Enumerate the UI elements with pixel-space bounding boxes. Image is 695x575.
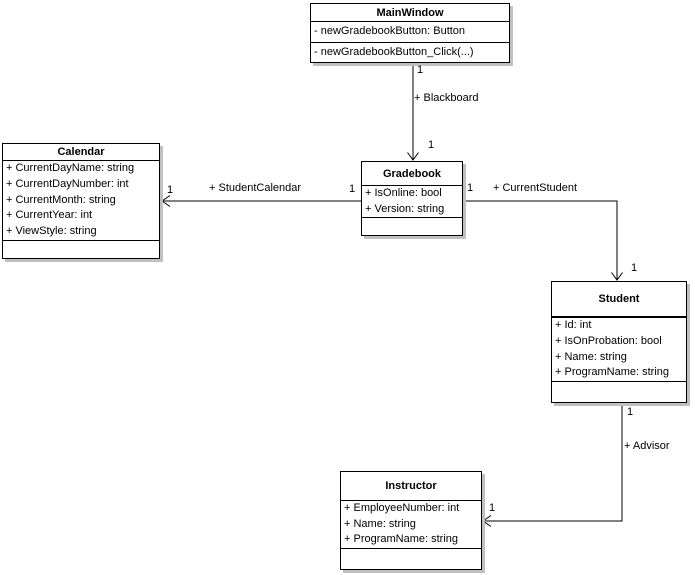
class-title: Gradebook xyxy=(362,162,462,186)
open-arrowhead-down-icon xyxy=(611,272,623,281)
association-mainwindow-gradebook[interactable] xyxy=(407,62,419,161)
association-gradebook-student[interactable] xyxy=(463,200,623,281)
association-label-currentstudent: + CurrentStudent xyxy=(493,182,578,194)
multiplicity-student-end: 1 xyxy=(631,262,638,274)
class-title: Calendar xyxy=(3,144,159,161)
class-attribute: + Name: string xyxy=(344,517,416,530)
empty-methods-compartment xyxy=(552,381,686,402)
class-box-gradebook[interactable]: Gradebook + IsOnline: bool + Version: st… xyxy=(361,161,463,236)
open-arrowhead-left-icon xyxy=(482,515,492,527)
class-attribute: + ViewStyle: string xyxy=(6,225,97,238)
multiplicity-gradebook-end: 1 xyxy=(428,139,435,151)
class-title: Student xyxy=(552,282,686,317)
class-title: Instructor xyxy=(341,472,481,501)
association-label-advisor: + Advisor xyxy=(624,440,670,452)
multiplicity-calendar-end: 1 xyxy=(167,184,174,196)
class-attribute: + CurrentMonth: string xyxy=(6,193,116,206)
class-attribute: + CurrentDayName: string xyxy=(6,162,135,175)
class-attribute: + IsOnProbation: bool xyxy=(555,334,662,347)
class-attribute: + Version: string xyxy=(365,202,445,215)
open-arrowhead-down-icon xyxy=(407,152,419,161)
association-label-blackboard: + Blackboard xyxy=(414,92,479,104)
class-attribute: - newGradebookButton: Button xyxy=(314,25,466,38)
class-box-mainwindow[interactable]: MainWindow - newGradebookButton: Button … xyxy=(310,3,510,63)
class-attribute: + IsOnline: bool xyxy=(365,186,442,199)
class-method: - newGradebookButton_Click(...) xyxy=(314,45,474,58)
class-box-calendar[interactable]: Calendar + CurrentDayName: string + Curr… xyxy=(2,143,160,259)
class-title: MainWindow xyxy=(311,4,509,22)
empty-methods-compartment xyxy=(362,217,462,235)
multiplicity-student-end: 1 xyxy=(627,406,634,418)
class-attribute: + CurrentYear: int xyxy=(6,209,93,222)
empty-methods-compartment xyxy=(3,240,159,258)
association-student-instructor[interactable] xyxy=(482,402,623,527)
class-attribute: + ProgramName: string xyxy=(344,533,459,546)
empty-methods-compartment xyxy=(341,548,481,569)
class-box-student[interactable]: Student + Id: int + IsOnProbation: bool … xyxy=(551,281,687,403)
class-attribute: + CurrentDayNumber: int xyxy=(6,177,129,190)
class-attribute: + ProgramName: string xyxy=(555,366,670,379)
open-arrowhead-left-icon xyxy=(161,195,171,207)
class-box-instructor[interactable]: Instructor + EmployeeNumber: int + Name:… xyxy=(340,471,482,570)
association-label-studentcalendar: + StudentCalendar xyxy=(209,182,302,194)
multiplicity-gradebook-end: 1 xyxy=(349,183,356,195)
multiplicity-instructor-end: 1 xyxy=(489,502,496,514)
multiplicity-gradebook-end: 1 xyxy=(467,182,474,194)
association-gradebook-calendar[interactable] xyxy=(161,195,361,207)
class-attribute: + EmployeeNumber: int xyxy=(344,501,460,514)
class-attribute: + Id: int xyxy=(555,319,592,332)
class-attribute: + Name: string xyxy=(555,350,627,363)
multiplicity-mainwindow-end: 1 xyxy=(417,64,424,76)
